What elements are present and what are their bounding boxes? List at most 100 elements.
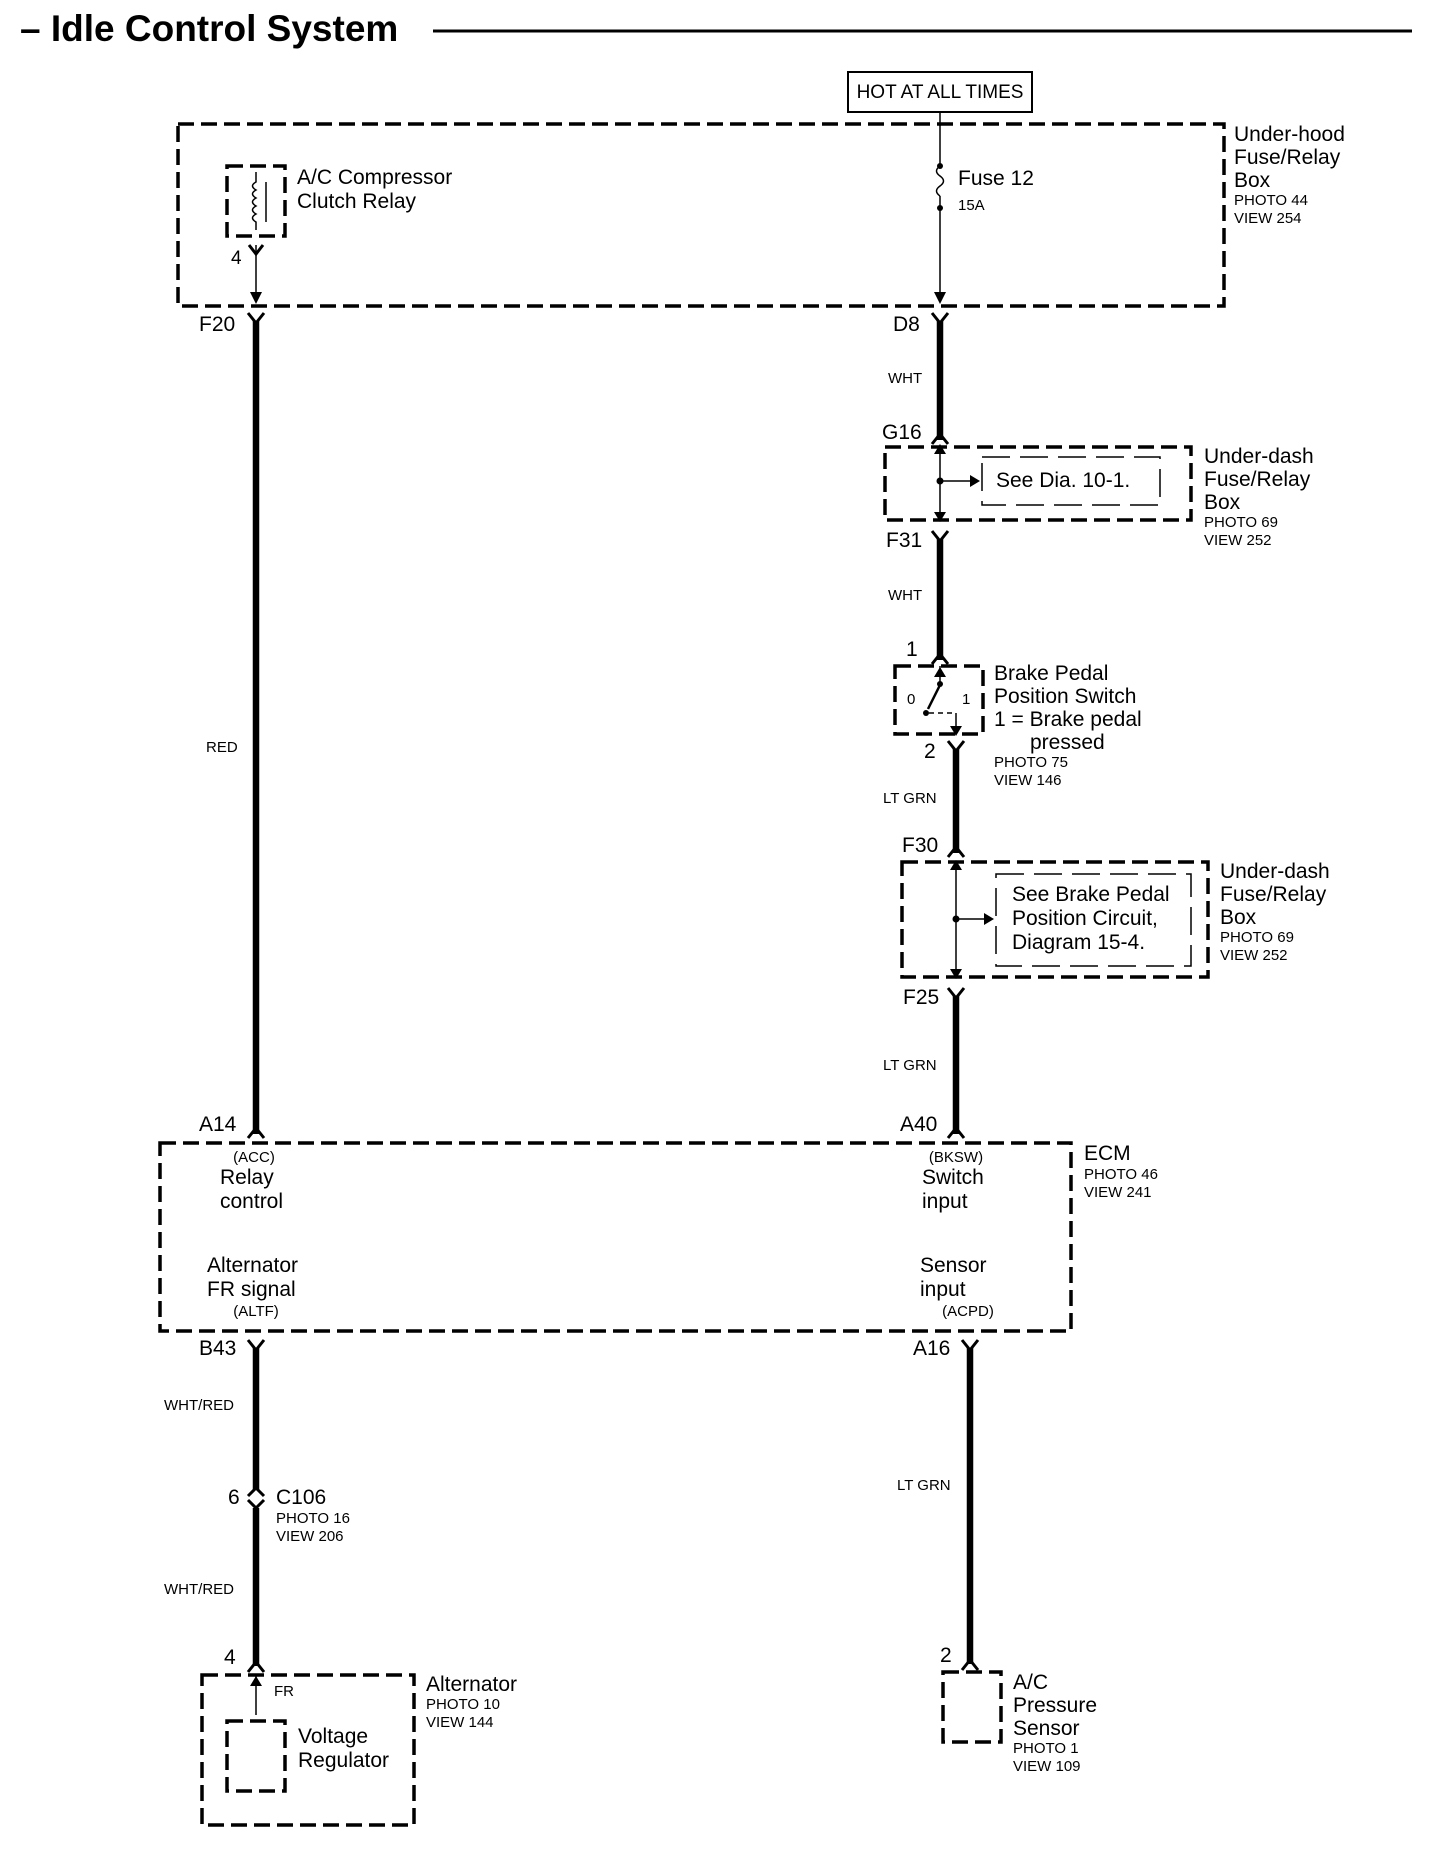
ecm-photo: PHOTO 46 [1084,1166,1158,1183]
underhood-box-photo: PHOTO 44 [1234,192,1308,209]
ecm-name: ECM [1084,1142,1131,1165]
underdash2-note-box [995,873,1192,967]
alternator-pin-icon [246,1659,266,1673]
voltage-regulator [225,1719,287,1793]
c106-pin-upper-icon [246,1485,266,1498]
underdash2-note-1: See Brake Pedal [1012,883,1170,906]
wire-color-f31-1: WHT [888,587,922,604]
brake-switch-photo: PHOTO 75 [994,754,1068,771]
switch-out-arrow-icon [950,726,962,736]
ecm-a14-label-2: control [220,1190,283,1213]
switch-blade-icon [926,684,942,710]
wire-color-c106-alt: WHT/RED [164,1581,234,1598]
underhood-fuse-box [176,122,1226,308]
ecm-a16-code: (ACPD) [942,1303,994,1320]
brake-switch-name-4: pressed [1030,731,1105,754]
underdash-fuse-box-2 [900,860,1210,979]
brake-switch-pin-bottom: 2 [924,740,936,763]
switch-position-1: 1 [962,691,970,708]
underhood-box-view: VIEW 254 [1234,210,1302,227]
connector-f20: F20 [199,313,235,336]
power-label: HOT AT ALL TIMES [857,82,1024,103]
relay-name-1: A/C Compressor [297,166,452,189]
alternator-photo: PHOTO 10 [426,1696,500,1713]
ecm-pin-a14: A14 [199,1113,237,1136]
ac-sensor-view: VIEW 109 [1013,1758,1081,1775]
f30-pin-icon [946,844,966,858]
wire-color-f25-a40: LT GRN [883,1057,937,1074]
underdash2-name-2: Fuse/Relay [1220,883,1327,906]
alternator-view: VIEW 144 [426,1714,494,1731]
fuse-name: Fuse 12 [958,167,1034,190]
ecm-b43-label-1: Alternator [207,1254,298,1277]
ac-sensor-photo: PHOTO 1 [1013,1740,1079,1757]
relay-down-arrow-icon [250,292,262,304]
regulator-name-1: Voltage [298,1725,368,1748]
switch-position-0: 0 [907,691,915,708]
alternator-fr-arrow-icon [250,1676,262,1686]
wire-color-sw2-f30: LT GRN [883,790,937,807]
ecm-a40-label-2: input [922,1190,968,1213]
underdash1-name-1: Under-dash [1204,445,1314,468]
diagram-title: – Idle Control System [20,8,398,49]
underdash1-photo: PHOTO 69 [1204,514,1278,531]
c106-name: C106 [276,1486,326,1509]
c106-photo: PHOTO 16 [276,1510,350,1527]
wire-color-b43-c106: WHT/RED [164,1397,234,1414]
c106-pin: 6 [228,1486,240,1509]
underdash1-name-3: Box [1204,491,1241,514]
ecm-view: VIEW 241 [1084,1184,1152,1201]
ecm-b43-label-2: FR signal [207,1278,296,1301]
underhood-box-name-1: Under-hood [1234,123,1345,146]
wire-color-a16-sensor: LT GRN [897,1477,951,1494]
relay-coil-icon [251,172,258,230]
c106-pin-lower-icon [246,1498,266,1511]
alternator-fr-label: FR [274,1683,294,1700]
brake-switch-view: VIEW 146 [994,772,1062,789]
ac-compressor-relay [225,164,287,238]
underdash2-view: VIEW 252 [1220,947,1288,964]
ecm-pin-a16: A16 [913,1337,950,1360]
underdash2-in-arrow-icon [950,860,962,870]
brake-switch-name-1: Brake Pedal [994,662,1108,685]
brake-switch-pin-top: 1 [906,638,918,661]
relay-name-2: Clutch Relay [297,190,417,213]
ecm-a16-label-1: Sensor [920,1254,987,1277]
underdash1-name-2: Fuse/Relay [1204,468,1311,491]
ecm-pin-b43: B43 [199,1337,236,1360]
underdash1-tap-arrow-icon [970,475,980,487]
ecm-pin-a40: A40 [900,1113,937,1136]
underdash2-tap-arrow-icon [984,913,994,925]
wire-color-d8-g16: WHT [888,370,922,387]
underdash2-note-3: Diagram 15-4. [1012,931,1145,954]
alternator-pin: 4 [224,1646,236,1669]
a40-pin-icon [946,1125,966,1139]
ac-sensor-pin: 2 [940,1644,952,1667]
switch-pivot-dot [937,681,943,687]
fuse-down-arrow-icon [934,292,946,304]
underhood-box-name-2: Fuse/Relay [1234,146,1341,169]
underdash2-name-3: Box [1220,906,1257,929]
brake-pedal-switch [893,664,985,736]
ecm-a14-label-1: Relay [220,1166,274,1189]
brake-switch-pin1-icon [930,651,950,665]
underdash1-out-arrow-icon [934,512,946,522]
a14-pin-icon [246,1125,266,1139]
ecm-a14-code: (ACC) [233,1149,275,1166]
switch-contact-0 [923,710,929,716]
g16-pin-icon [930,431,950,445]
regulator-name-2: Regulator [298,1749,389,1772]
underdash2-note-2: Position Circuit, [1012,907,1158,930]
connector-g16: G16 [882,421,922,444]
underdash2-photo: PHOTO 69 [1220,929,1294,946]
ac-sensor-pin-icon [960,1657,980,1671]
underdash1-in-arrow-icon [934,444,946,454]
ac-sensor-name-3: Sensor [1013,1717,1080,1740]
underdash1-view: VIEW 252 [1204,532,1272,549]
fuse-rating: 15A [958,197,985,214]
switch-common-arrow-icon [934,667,946,677]
underhood-box-name-3: Box [1234,169,1271,192]
fuse-icon [935,165,945,197]
ecm-a40-code: (BKSW) [929,1149,983,1166]
alternator-name: Alternator [426,1673,517,1696]
